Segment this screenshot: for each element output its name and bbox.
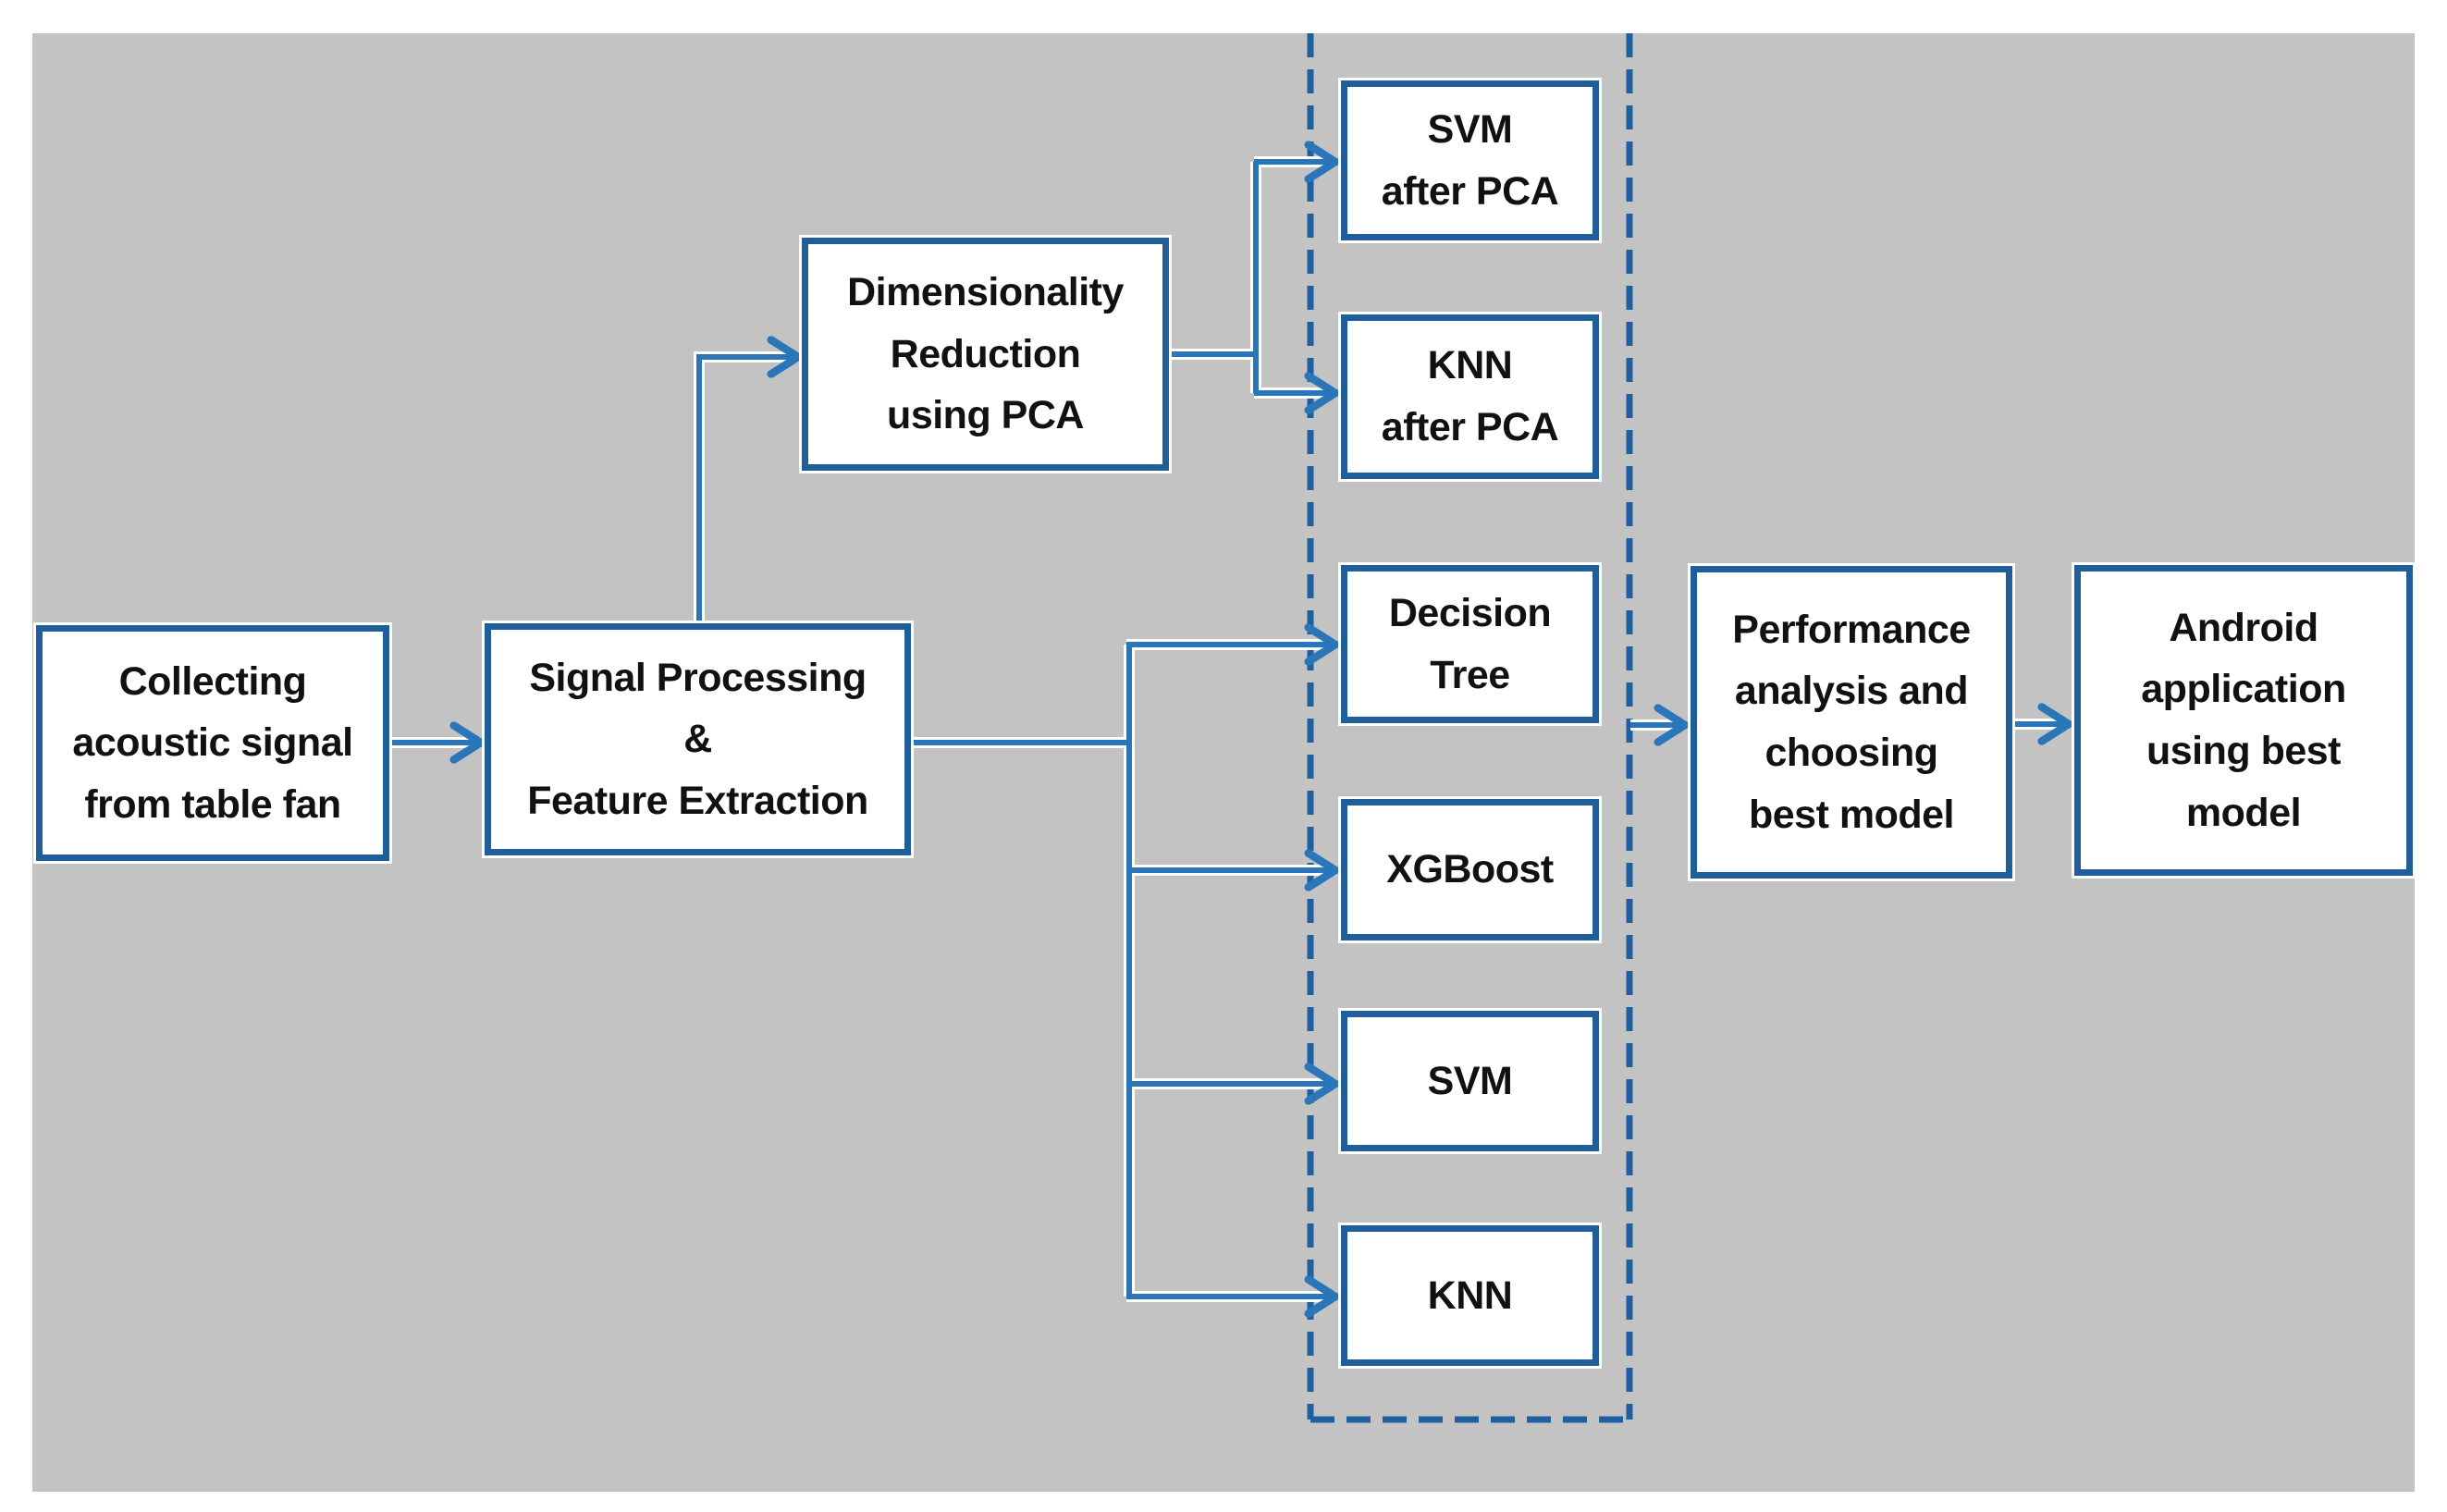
connector-lines: [389, 162, 2069, 1297]
edge-signal-to-pca: [696, 357, 798, 625]
node-label: Android application using best model: [2141, 605, 2346, 835]
node-label: Dimensionality Reduction using PCA: [847, 270, 1124, 438]
node-collect-acoustic-signal: Collecting acoustic signal from table fa…: [36, 625, 389, 861]
node-label: XGBoost: [1386, 847, 1554, 892]
node-label: KNN after PCA: [1381, 343, 1559, 449]
models-dashed-group-border: [1307, 33, 1633, 1423]
node-label: KNN: [1427, 1272, 1513, 1318]
node-knn-after-pca: KNN after PCA: [1341, 314, 1599, 479]
node-label: Decision Tree: [1388, 590, 1552, 697]
node-label: Collecting acoustic signal from table fa…: [72, 658, 353, 827]
node-android-application: Android application using best model: [2074, 565, 2413, 876]
node-knn: KNN: [1341, 1225, 1599, 1366]
node-svm-after-pca: SVM after PCA: [1341, 80, 1599, 240]
node-svm: SVM: [1341, 1011, 1599, 1151]
node-label: Performance analysis and choosing best m…: [1732, 607, 1971, 837]
node-label: Signal Processing & Feature Extraction: [527, 655, 868, 823]
node-label: SVM: [1427, 1058, 1513, 1103]
node-dimensionality-reduction-pca: Dimensionality Reduction using PCA: [802, 238, 1169, 471]
node-decision-tree: Decision Tree: [1341, 565, 1599, 723]
node-signal-processing-feature-extraction: Signal Processing & Feature Extraction: [485, 623, 911, 855]
node-label: SVM after PCA: [1381, 106, 1559, 214]
node-xgboost: XGBoost: [1341, 799, 1599, 940]
diagram-canvas: [32, 33, 2415, 1492]
node-performance-analysis: Performance analysis and choosing best m…: [1691, 566, 2012, 879]
